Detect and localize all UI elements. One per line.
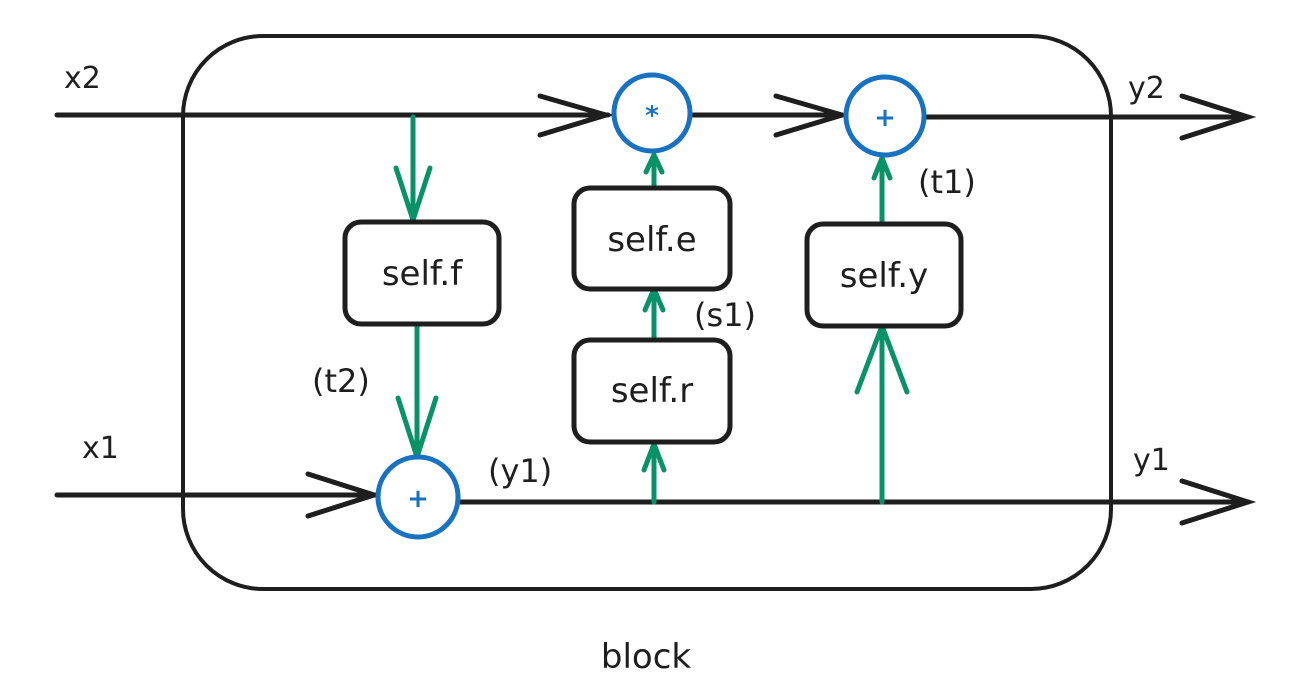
- multiply-to-add-line: [689, 93, 851, 138]
- function-label-f: self.f: [382, 254, 463, 294]
- add-symbol-top: +: [874, 103, 896, 133]
- add-symbol-bottom: +: [407, 484, 429, 514]
- input-label-x2: x2: [64, 61, 101, 96]
- function-label-e: self.e: [607, 220, 696, 260]
- multiply-operator: *: [611, 72, 693, 154]
- f-to-add-arrow: [395, 321, 439, 466]
- y1-to-r-arrow: [641, 437, 667, 505]
- add-operator-bottom: +: [375, 454, 461, 540]
- y-to-add-arrow: [871, 151, 893, 227]
- y1-to-y-arrow: [854, 318, 910, 505]
- block-caption: block: [601, 637, 692, 677]
- y2-output-arrow: [921, 93, 1257, 141]
- x2-to-f-arrow: [393, 114, 433, 229]
- y1-output-arrow: [457, 478, 1257, 526]
- block-container: [181, 34, 1113, 591]
- function-box-y: self.y: [804, 221, 964, 329]
- function-label-y: self.y: [840, 256, 929, 296]
- output-label-y1: y1: [1133, 443, 1170, 478]
- output-label-y2: y2: [1128, 71, 1165, 106]
- input-label-x1: x1: [82, 431, 119, 466]
- function-box-r: self.r: [571, 337, 733, 445]
- function-box-e: self.e: [571, 185, 733, 292]
- add-operator-top: +: [843, 74, 927, 158]
- multiply-symbol: *: [645, 101, 659, 131]
- intermediate-label-t1: (t1): [918, 163, 976, 201]
- x1-line: [54, 471, 383, 519]
- function-label-r: self.r: [611, 371, 693, 411]
- r-to-e-arrow: [642, 282, 666, 343]
- intermediate-label-s1: (s1): [694, 296, 756, 334]
- x2-line: [54, 93, 615, 138]
- intermediate-label-y1: (y1): [488, 452, 552, 490]
- function-box-f: self.f: [342, 219, 502, 327]
- e-to-multiply-arrow: [643, 149, 665, 191]
- intermediate-label-t2: (t2): [312, 362, 370, 400]
